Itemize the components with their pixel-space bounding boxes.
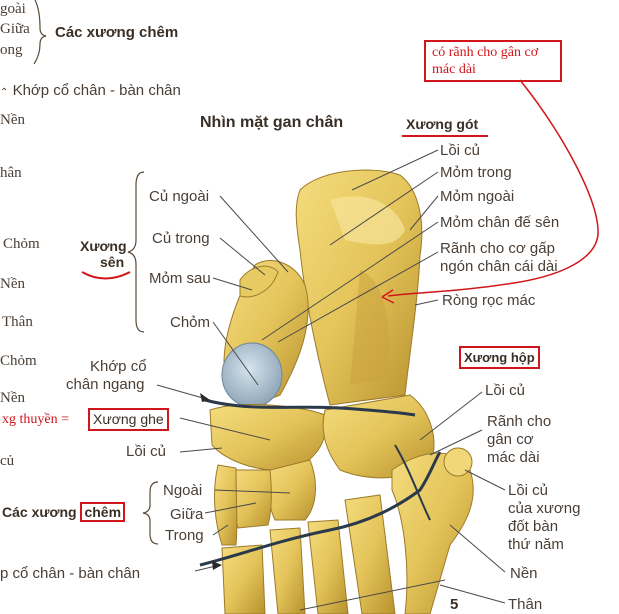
talus-group-label-2: sên [100,254,125,270]
leader-xuong-ghe [179,417,271,441]
label-loi-cu-m5-1: Lồi củ [508,482,549,499]
metatarsal-2 [269,527,306,614]
cuboid-title: Xương hộp [459,346,540,369]
label-nen-m5: Nền [510,565,538,582]
edge-label-nen-3: Nền [0,390,25,406]
label-cu-ngoai: Củ ngoài [149,188,210,205]
label-loi-cu-m5-4: thứ năm [508,536,564,553]
leader-cu-ngoai [219,195,289,273]
cuneiform-boxed-word: chêm [80,502,126,522]
leader-bottom-arrow [212,561,222,570]
edge-label-khop-bottom: p cổ chân - bàn chân [0,565,141,582]
label-ngoai: Ngoài [163,482,203,499]
diagram-title: Nhìn mặt gan chân [200,114,344,131]
medial-cuneiform [214,464,238,546]
edge-label-cac-xuong-chem: Các xương chêm [55,24,179,41]
talus-brace [127,171,145,333]
cuneiform-group-label: Các xương chêm [2,502,126,522]
leader-ranh-cho-gan [429,429,483,456]
leader-cu-trong [219,237,266,276]
leader-mom-ngoai [409,195,439,231]
annotation-text-1: có rãnh cho gân cơ [432,45,539,60]
edge-label-ngoai: goài [0,1,26,17]
label-than-m5: Thân [508,596,543,613]
leader-loi-cu-hop [419,391,483,441]
metatarsal-5 [391,452,474,614]
leader-ngoai [214,489,291,494]
navicular-bone [209,404,327,471]
annotation-text-2: mác dài [432,62,476,77]
leader-loi-cu-got [351,149,439,191]
edge-label-than-2: Thân [2,314,33,330]
leader-khop-arrow [200,393,210,402]
label-loi-cu-m5-3: đốt bàn [508,518,559,535]
label-ranh-cho-gan-3: mác dài [487,449,540,466]
label-cu-trong: Củ trong [152,230,210,247]
leader-than [439,584,506,604]
label-xg-thuyen: xg thuyền = [2,412,69,427]
metatarsal-3 [307,519,349,614]
tarsometatarsal-joint-line [199,451,442,567]
metatarsal-4 [344,494,396,614]
leader-trong [212,524,229,536]
talus-head-cartilage [221,342,283,408]
leader-mom-chan-de-sen [261,221,439,341]
edge-label-than-1: hân [0,165,22,181]
leader-loi-cu-ghe [179,447,223,453]
label-xuong-ghe: Xương ghe [88,408,169,431]
leader-rong-roc-mac [414,299,439,306]
label-trong: Trong [165,527,204,544]
label-loi-cu-hop: Lồi củ [485,382,526,399]
calcaneus-title: Xương gót [406,116,479,132]
leader-mom-trong [329,171,439,246]
talus-group-label-1: Xương [80,238,127,254]
annotation-red-arrowhead [381,289,395,304]
cuneiform-brace [142,481,159,545]
metatarsal-1 [221,544,266,614]
leader-bottom-m [299,579,446,611]
leader-giua [204,502,257,514]
label-mom-trong: Mỏm trong [440,164,512,181]
label-mom-ngoai: Mỏm ngoài [440,188,515,205]
label-loi-cu-m5-2: của xương [508,500,581,517]
edge-label-nen-1: Nền [0,112,25,128]
leader-nen [449,524,506,573]
metatarsal-5-tuberosity [443,447,473,477]
intermediate-cuneiform [232,469,272,529]
metatarsal-number-label: 5 [450,596,459,613]
label-ranh-cho-co-gap-2: ngón chân cái dài [440,258,558,275]
label-giua: Giữa [170,506,204,523]
label-khop-co-chan-ngang-1: Khớp cổ [90,358,147,375]
top-left-brace [33,0,47,65]
annotation-red-curve [387,79,599,297]
edge-label-khop-co-chan: ⌃ Khớp cổ chân - bàn chân [0,82,181,99]
leader-loi-cu-m5 [464,469,506,491]
label-ranh-cho-co-gap-1: Rãnh cho cơ gấp [440,240,555,257]
leader-ranh-cho-co-gap [277,251,439,343]
label-loi-cu-ghe: Lồi củ [126,443,167,460]
label-khop-co-chan-ngang-2: chân ngang [66,376,145,393]
edge-label-nen-2: Nền [0,276,25,292]
edge-label-giua: Giữa [0,21,30,37]
leader-mom-sau [212,277,253,291]
label-ranh-cho-gan-2: gân cơ [487,431,534,448]
edge-label-cu: củ [0,453,15,469]
transverse-tarsal-joint-line [204,398,416,417]
annotation-box: có rãnh cho gân cơ mác dài [424,40,562,82]
label-mom-chan-de-sen: Mỏm chân đế sên [440,214,560,231]
xuong-sen-red-mark [81,271,131,280]
label-rong-roc-mac: Ròng rọc mác [442,292,536,309]
edge-label-chom-1: Chỏm [3,236,40,252]
edge-label-trong: ong [0,42,23,58]
edge-label-chom-2: Chỏm [0,353,37,369]
label-loi-cu-got: Lồi củ [440,142,481,159]
label-chom: Chỏm [170,314,211,331]
cuboid-groove-line [394,444,431,521]
leader-chom [212,321,259,386]
calcaneus-shading-2 [350,270,389,385]
label-ranh-cho-gan-1: Rãnh cho [487,413,552,430]
lateral-cuneiform [267,459,316,521]
label-mom-sau: Mỏm sau [149,270,211,287]
